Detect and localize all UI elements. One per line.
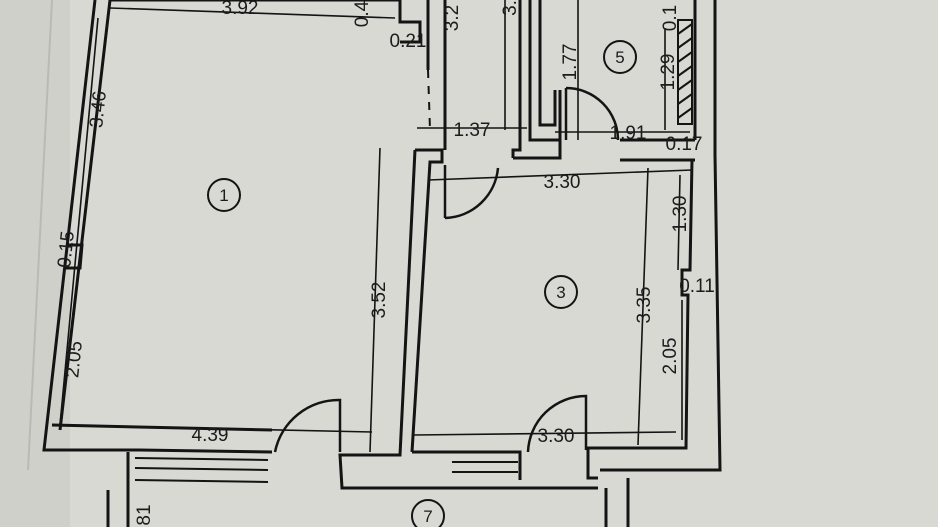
dim-label-room5-offset: 0.17 — [666, 134, 703, 155]
dim-line-top — [109, 7, 396, 19]
inner-wall-left — [58, 0, 112, 431]
dim-label-bottom-left: 81 — [134, 504, 155, 525]
room-circles — [207, 40, 637, 527]
dim-label-corridor-width: 1.37 — [454, 120, 491, 141]
partition-left — [338, 149, 598, 490]
dim-label-room3-right-offset: 0.11 — [679, 276, 715, 297]
partition-right — [410, 148, 444, 453]
door-room3 — [526, 394, 588, 453]
dim-label-corridor-top-right: 3. — [500, 0, 521, 16]
walls — [42, 0, 722, 527]
paper-shadow-left — [0, 0, 70, 527]
dim-label-room5-height: 1.77 — [560, 44, 581, 81]
dim-label-room3-bottom: 3.30 — [538, 426, 575, 447]
room1-circle — [207, 178, 241, 212]
dim-label-room3-lower-right: 2.05 — [660, 338, 681, 375]
room5-circle — [603, 40, 637, 74]
dim-label-left-lower: 2.05 — [62, 340, 87, 379]
dim-label-corridor-top: 3.2 — [442, 5, 463, 31]
window-room3 — [452, 461, 518, 473]
room1-bottom-wall-outer — [139, 448, 273, 454]
room5-left-wall — [538, 0, 557, 127]
dimension-lines — [51, 0, 693, 453]
dim-label-room5-width: 1.91 — [610, 123, 647, 144]
dim-label-room1-bottom: 4.39 — [192, 425, 229, 446]
dim-label-top-width: 3.92 — [222, 0, 259, 19]
window-room1 — [134, 457, 269, 483]
dim-label-room3-top: 3.30 — [544, 172, 581, 193]
room5-bottom-wall — [620, 138, 695, 162]
dim-line-room1-bottom — [51, 424, 373, 433]
corridor-wall-right — [511, 0, 522, 158]
duct — [677, 19, 693, 125]
room3-bottom-wall-left — [412, 450, 522, 480]
doors — [273, 86, 620, 453]
dim-label-room5-right-height: 1.29 — [658, 54, 679, 91]
dim-line-room1-height — [369, 147, 381, 453]
dim-label-room5-right-top: 0.1 — [660, 5, 681, 31]
dim-line-room3-bottom — [413, 431, 677, 436]
room-number-7: 7 — [423, 507, 432, 526]
corridor-dashed-line — [427, 69, 431, 131]
duct-hatch — [677, 23, 693, 119]
wall-nib-left — [64, 243, 84, 270]
room3-right-wall-inner — [586, 159, 694, 480]
dim-label-left-upper: 3.46 — [86, 90, 111, 129]
dim-label-nib-small: 0.21 — [390, 31, 427, 52]
dim-label-top-small: 0.4 — [352, 0, 373, 27]
room-number-3: 3 — [556, 283, 565, 302]
room7-circle — [411, 499, 445, 527]
room3-circle — [544, 275, 578, 309]
room-number-1: 1 — [219, 186, 228, 205]
dim-line-left — [59, 17, 99, 426]
room-number-5: 5 — [615, 48, 624, 67]
dim-line-room3-upper-right — [677, 174, 681, 271]
page-edge-line — [27, 0, 53, 471]
room1-top-wall — [110, 0, 422, 44]
dim-label-left-offset: 0.15 — [54, 230, 79, 269]
dim-line-room3-height — [637, 167, 649, 446]
door-room1 — [273, 398, 342, 453]
dim-label-room3-height: 3.35 — [634, 287, 655, 324]
room7-walls — [106, 478, 630, 527]
room3-right-wall-outer — [600, 154, 722, 472]
dim-label-room1-height: 3.52 — [369, 282, 390, 319]
outer-wall-left — [42, 0, 140, 452]
dim-label-room3-upper-right: 1.30 — [670, 196, 691, 233]
